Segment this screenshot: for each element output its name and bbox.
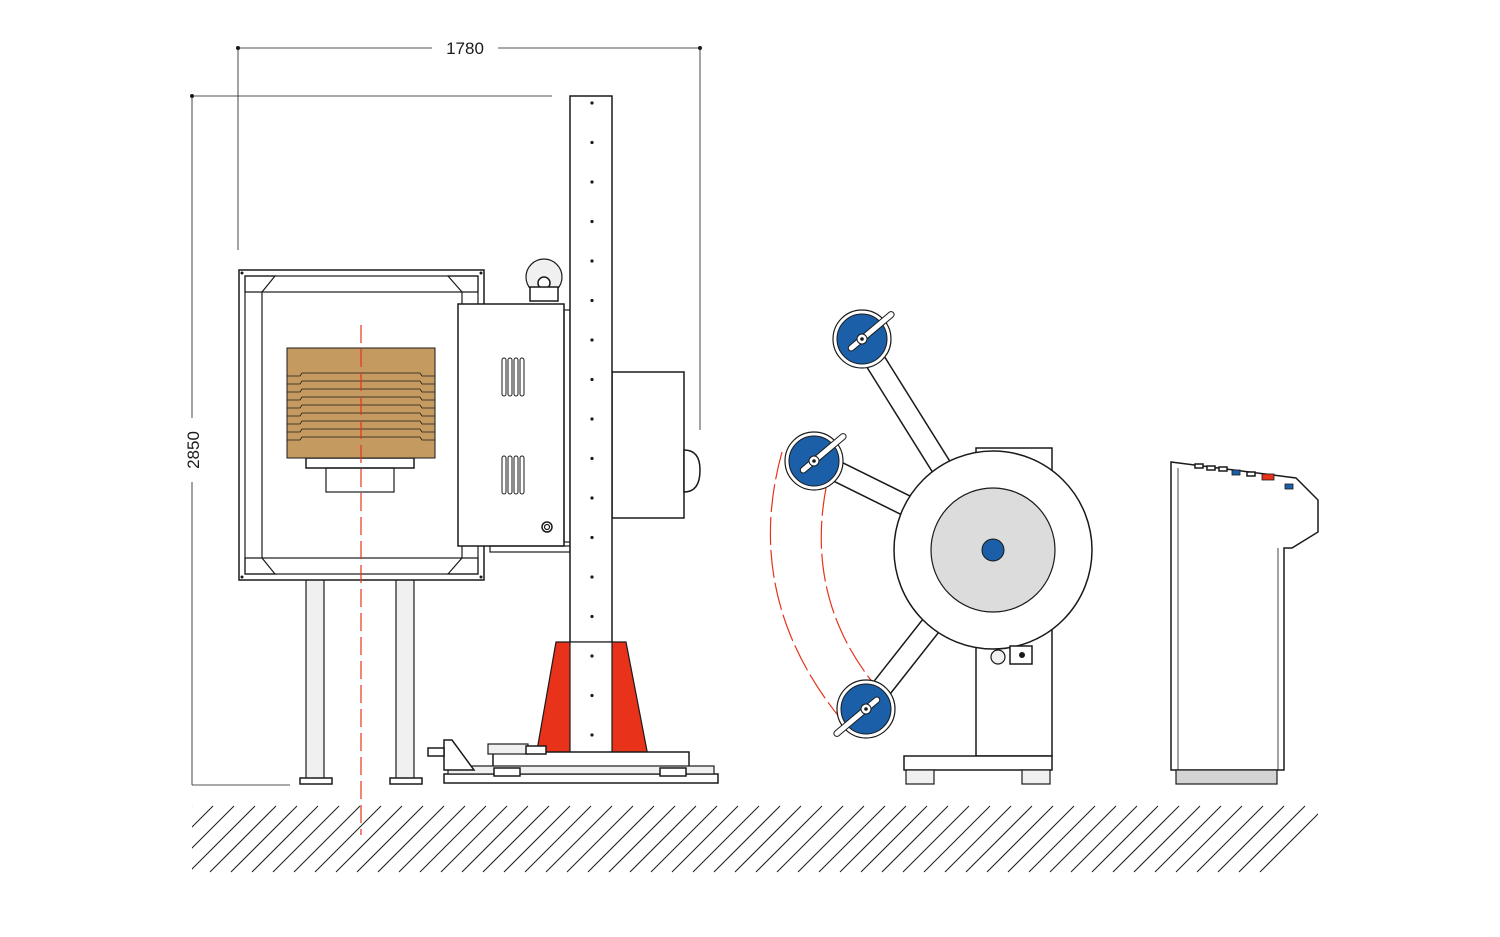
base-rail [427, 739, 719, 784]
width-dimension: 1780 [236, 39, 702, 430]
electrical-cabinet [457, 258, 571, 547]
control-console [1170, 461, 1319, 785]
reel-unwinder [769, 309, 1093, 785]
height-dimension: 2850 [184, 94, 552, 786]
roller [784, 431, 847, 491]
motor-housing [489, 371, 701, 553]
roller [832, 309, 895, 369]
width-dimension-label: 1780 [446, 39, 484, 58]
roller [833, 679, 896, 739]
red-base [535, 641, 649, 757]
height-dimension-label: 2850 [184, 431, 203, 469]
floor-hatching [120, 800, 1418, 880]
